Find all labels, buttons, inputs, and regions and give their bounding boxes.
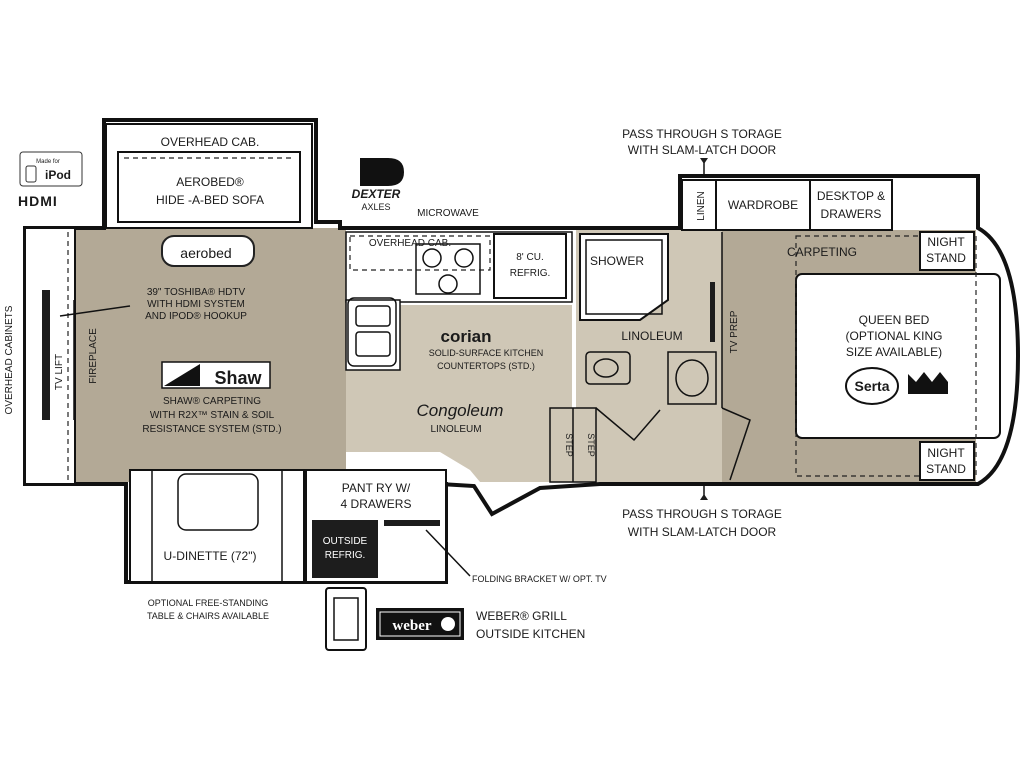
bath-vanity	[667, 351, 717, 405]
label-pass-top-2: WITH SLAM-LATCH DOOR	[628, 143, 777, 157]
label-corian-1: SOLID-SURFACE KITCHEN	[429, 348, 544, 358]
weber-logo: weber	[376, 608, 464, 640]
svg-text:aerobed: aerobed	[180, 245, 231, 261]
u-dinette	[129, 469, 305, 583]
label-hdtv-1: 39" TOSHIBA® HDTV	[147, 287, 246, 298]
label-overhead-cab-top: OVERHEAD CAB.	[161, 135, 260, 149]
label-pass-bot-2: WITH SLAM-LATCH DOOR	[628, 525, 777, 539]
label-aerobed-sofa-2: HIDE -A-BED SOFA	[156, 193, 264, 207]
night-stand-top	[919, 231, 975, 271]
label-queen-3: SIZE AVAILABLE)	[846, 345, 942, 359]
label-shower: SHOWER	[590, 254, 644, 268]
kitchen-floor	[346, 300, 572, 482]
label-desk-1: DESKTOP &	[817, 189, 885, 203]
label-tv-prep: TV PREP	[729, 310, 740, 353]
label-pass-top-1: PASS THROUGH S TORAGE	[622, 127, 782, 141]
label-fireplace: FIREPLACE	[88, 328, 99, 384]
label-night-bot-1: NIGHT	[927, 446, 965, 460]
label-step-1: STEP	[564, 433, 574, 457]
label-night-top-1: NIGHT	[927, 235, 965, 249]
outer-wall	[23, 118, 1021, 584]
label-overhead-cabinets: OVERHEAD CABINETS	[4, 305, 15, 414]
label-refrig-2: REFRIG.	[510, 268, 551, 279]
label-pass-bot-1: PASS THROUGH S TORAGE	[622, 507, 782, 521]
label-linoleum-bath: LINOLEUM	[621, 329, 682, 343]
outside-refrig	[312, 520, 378, 578]
label-optional-1: OPTIONAL FREE-STANDING	[148, 598, 269, 608]
label-hdtv-2: WITH HDMI SYSTEM	[147, 299, 245, 310]
label-linen: LINEN	[696, 191, 707, 220]
svg-text:weber: weber	[392, 618, 431, 634]
tv-lift-bar	[42, 290, 50, 420]
grill-box	[325, 587, 367, 651]
living-floor	[74, 228, 346, 482]
label-folding: FOLDING BRACKET W/ OPT. TV	[472, 574, 607, 584]
svg-text:Serta: Serta	[854, 378, 889, 394]
congoleum-logo: Congoleum	[417, 401, 504, 420]
shower	[579, 233, 669, 321]
night-stand-bottom	[919, 441, 975, 481]
refrigerator	[493, 233, 567, 299]
label-optional-2: TABLE & CHAIRS AVAILABLE	[147, 611, 269, 621]
label-wardrobe: WARDROBE	[728, 198, 798, 212]
label-pantry-2: 4 DRAWERS	[341, 497, 412, 511]
desktop-drawers	[809, 179, 893, 231]
stove	[415, 243, 481, 295]
toilet	[585, 351, 631, 385]
label-queen-2: (OPTIONAL KING	[846, 329, 943, 343]
ipod-logo: Made for iPod	[19, 151, 83, 187]
label-night-bot-2: STAND	[926, 462, 966, 476]
linen	[681, 179, 717, 231]
label-dinette: U-DINETTE (72")	[164, 549, 257, 563]
svg-text:Shaw: Shaw	[214, 368, 262, 388]
label-shaw-3: RESISTANCE SYSTEM (STD.)	[142, 424, 281, 435]
label-overhead-cab-kitchen: OVERHEAD CAB.	[369, 238, 451, 249]
label-aerobed-sofa-1: AEROBED®	[176, 175, 244, 189]
label-pantry-1: PANT RY W/	[342, 481, 411, 495]
svg-text:Made for: Made for	[36, 159, 60, 165]
label-carpeting: CARPETING	[787, 245, 857, 259]
label-weber-2: OUTSIDE KITCHEN	[476, 627, 585, 641]
shaw-logo: Shaw	[161, 361, 271, 389]
label-corian-2: COUNTERTOPS (STD.)	[437, 361, 535, 371]
aerobed-logo: aerobed	[161, 235, 255, 267]
kitchen-sink	[347, 297, 397, 367]
label-step-2: STEP	[586, 433, 596, 457]
serta-logo: Serta	[845, 367, 948, 405]
label-outside-refrig-2: REFRIG.	[325, 550, 366, 561]
label-tv-lift: TV LIFT	[54, 354, 65, 390]
svg-text:AXLES: AXLES	[361, 202, 390, 212]
label-queen-1: QUEEN BED	[859, 313, 930, 327]
label-weber-1: WEBER® GRILL	[476, 609, 567, 623]
svg-text:DEXTER: DEXTER	[352, 187, 401, 201]
label-desk-2: DRAWERS	[821, 207, 882, 221]
label-hdtv-3: AND IPOD® HOOKUP	[145, 311, 247, 322]
label-shaw-2: WITH R2X™ STAIN & SOIL	[150, 410, 275, 421]
svg-text:iPod: iPod	[45, 168, 71, 182]
dexter-logo: DEXTER AXLES	[352, 158, 404, 212]
label-refrig-1: 8' CU.	[516, 252, 543, 263]
label-microwave: MICROWAVE	[417, 208, 479, 219]
label-shaw-1: SHAW® CARPETING	[163, 396, 261, 407]
corian-logo: corian	[440, 327, 491, 346]
label-congoleum-lino: LINOLEUM	[430, 424, 481, 435]
label-night-top-2: STAND	[926, 251, 966, 265]
label-outside-refrig-1: OUTSIDE	[323, 536, 368, 547]
hdmi-logo: HDMI	[18, 193, 58, 209]
wardrobe	[715, 179, 811, 231]
